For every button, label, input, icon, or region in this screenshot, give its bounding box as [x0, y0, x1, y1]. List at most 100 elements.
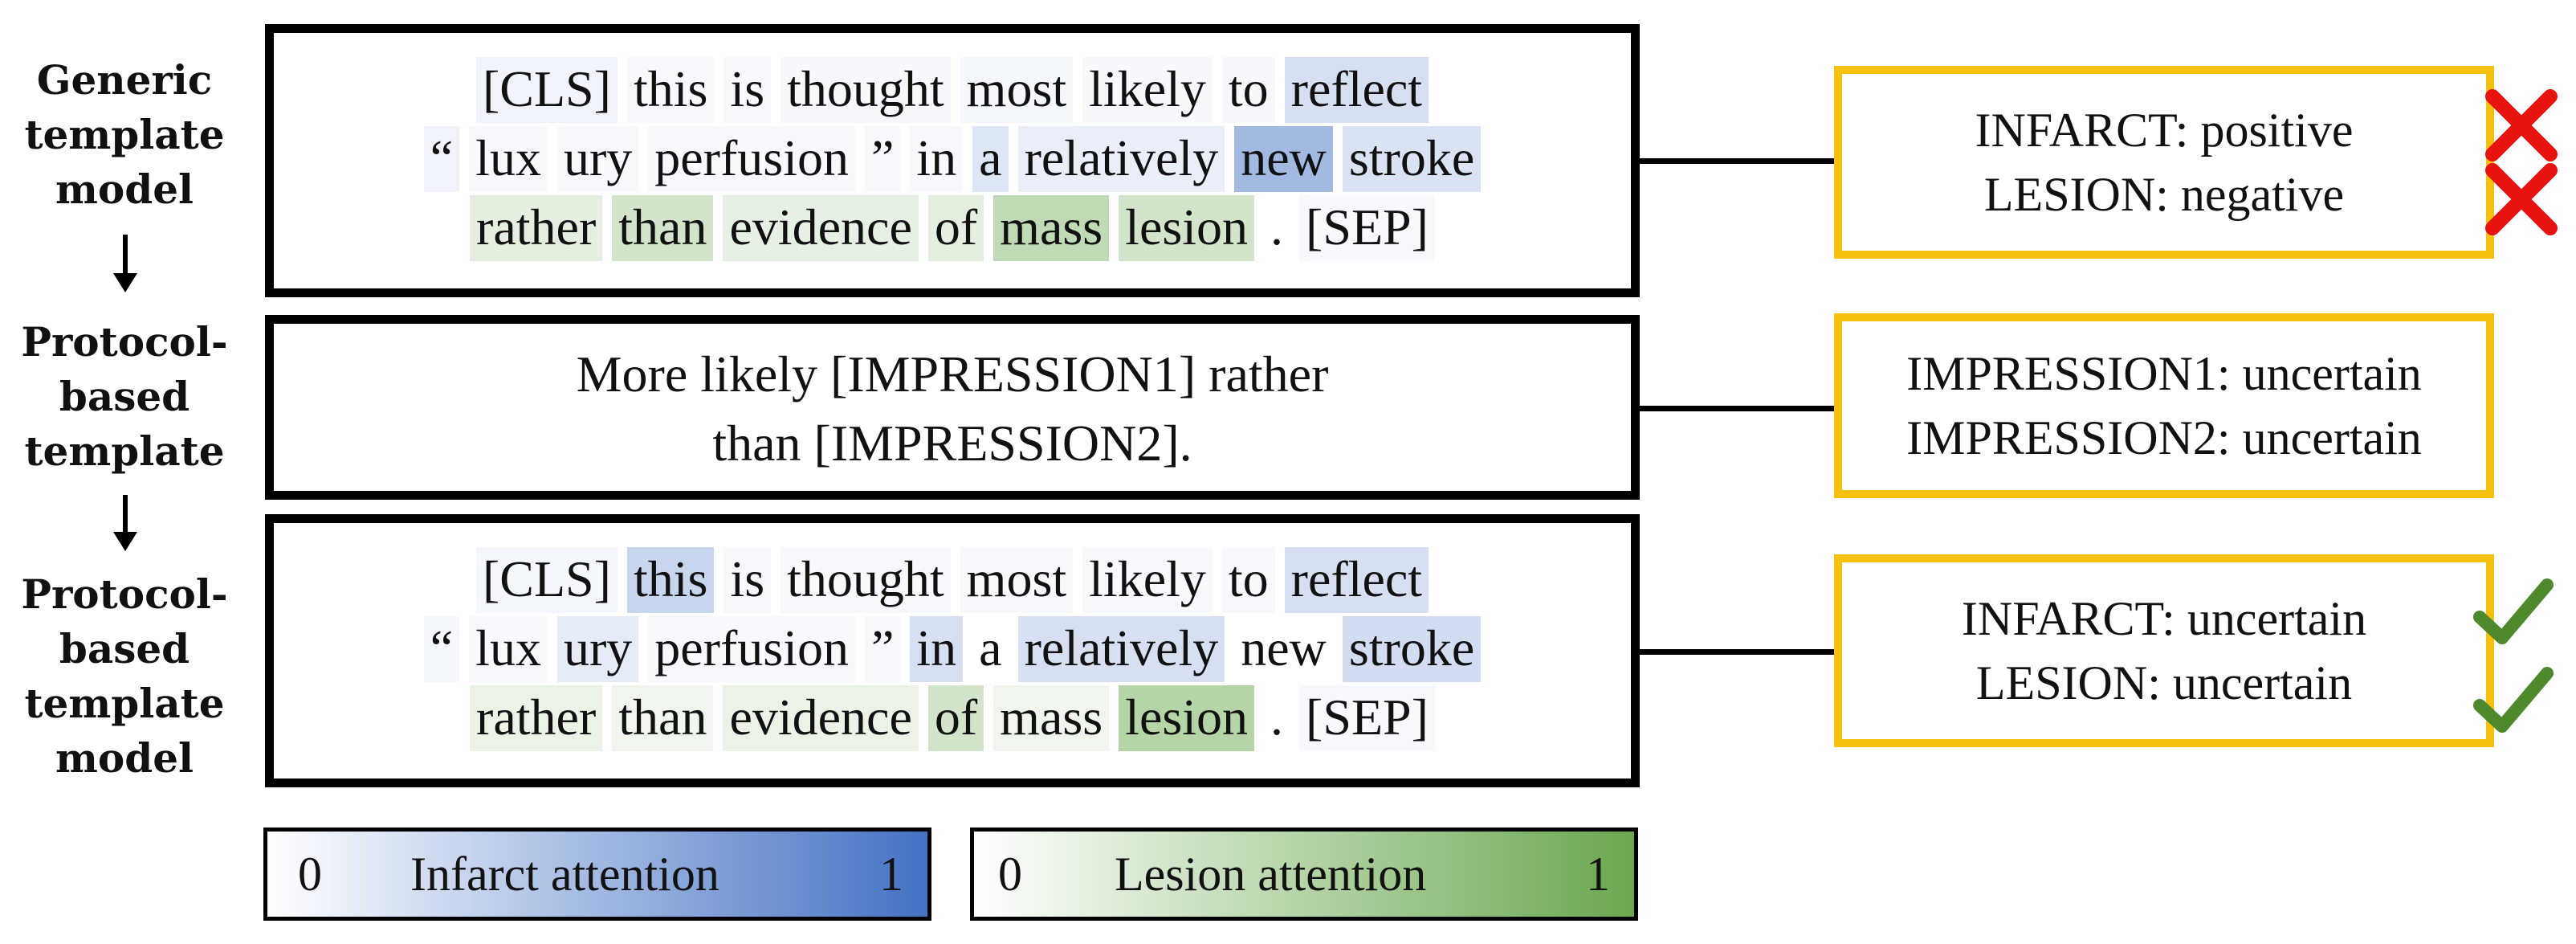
attention-token: new — [1234, 126, 1333, 192]
attention-token: thought — [781, 547, 951, 613]
generic-output-box: INFARCT: positive LESION: negative — [1834, 66, 2494, 259]
attention-token: lux — [469, 616, 548, 682]
attention-token: is — [723, 547, 772, 613]
attention-token: stroke — [1342, 126, 1482, 192]
attention-token: this — [626, 547, 715, 613]
legend-label: Infarct attention — [410, 848, 719, 901]
output-line: IMPRESSION1: uncertain — [1906, 347, 2422, 400]
template-line: More likely [IMPRESSION1] rather — [576, 345, 1329, 403]
attention-token: than — [612, 195, 714, 261]
check-icon — [2473, 667, 2554, 733]
label-line: Protocol- — [21, 318, 228, 366]
protocol-output-box: INFARCT: uncertain LESION: uncertain — [1834, 554, 2494, 747]
attention-token: [SEP] — [1299, 685, 1435, 751]
output-arrow-3 — [1640, 649, 1840, 655]
attention-token: than — [612, 685, 714, 751]
attention-token: perfusion — [648, 616, 855, 682]
attention-token: to — [1221, 547, 1275, 613]
attention-token: most — [960, 57, 1074, 123]
attention-token: ury — [556, 616, 639, 682]
attention-token: mass — [993, 195, 1110, 261]
attention-token: mass — [993, 685, 1110, 751]
attention-token: evidence — [723, 195, 919, 261]
cross-icon — [2485, 163, 2558, 235]
attention-token: is — [723, 57, 772, 123]
attention-token: lesion — [1119, 195, 1255, 261]
attention-token: thought — [781, 57, 951, 123]
attention-token: in — [910, 126, 964, 192]
protocol-template-box: More likely [IMPRESSION1] rather than [I… — [265, 315, 1640, 500]
label-line: based — [59, 373, 190, 420]
flow-arrow-1 — [123, 235, 128, 276]
output-arrow-1 — [1640, 158, 1840, 164]
output-line: LESION: negative — [1983, 168, 2345, 221]
label-line: Generic — [36, 56, 213, 104]
legend-label: Lesion attention — [1115, 848, 1427, 901]
attention-token: . — [1264, 195, 1290, 261]
label-line: model — [55, 166, 194, 213]
label-line: template — [24, 111, 225, 158]
infarct-attention-legend: 0 Infarct attention 1 — [263, 828, 931, 921]
label-line: template — [24, 680, 225, 727]
attention-token: likely — [1082, 57, 1213, 123]
legend-max: 1 — [1586, 848, 1610, 901]
output-arrow-2 — [1640, 406, 1840, 411]
attention-token: of — [927, 195, 984, 261]
generic-model-label: Generic template model — [0, 53, 249, 217]
output-line: IMPRESSION2: uncertain — [1906, 411, 2422, 464]
attention-token: most — [960, 547, 1074, 613]
attention-token: in — [910, 616, 964, 682]
attention-token: rather — [470, 195, 603, 261]
attention-token: reflect — [1284, 547, 1429, 613]
attention-token: relatively — [1017, 126, 1225, 192]
attention-token: stroke — [1342, 616, 1482, 682]
attention-token: of — [927, 685, 984, 751]
attention-token: reflect — [1284, 57, 1429, 123]
attention-token: to — [1221, 57, 1275, 123]
label-line: model — [55, 734, 194, 782]
attention-token: “ — [423, 126, 460, 192]
attention-token: ” — [864, 126, 901, 192]
attention-token: evidence — [723, 685, 919, 751]
output-line: INFARCT: uncertain — [1961, 592, 2367, 645]
flow-arrow-2 — [123, 495, 128, 535]
attention-token: lux — [469, 126, 548, 192]
attention-token: lesion — [1119, 685, 1255, 751]
attention-token: relatively — [1017, 616, 1225, 682]
label-line: based — [59, 625, 190, 672]
attention-token: perfusion — [648, 126, 855, 192]
cross-icon — [2485, 89, 2558, 161]
legend-min: 0 — [998, 848, 1022, 901]
legend-max: 1 — [879, 848, 903, 901]
attention-token: a — [972, 616, 1009, 682]
attention-token: [CLS] — [475, 57, 618, 123]
protocol-model-label: Protocol- based template model — [0, 567, 249, 786]
label-line: Protocol- — [21, 570, 228, 618]
check-icon — [2473, 578, 2554, 644]
attention-token: likely — [1082, 547, 1213, 613]
attention-token: . — [1264, 685, 1290, 751]
attention-token: this — [626, 57, 715, 123]
output-line: LESION: uncertain — [1975, 656, 2353, 709]
attention-token: [CLS] — [475, 547, 618, 613]
label-line: template — [24, 427, 225, 475]
template-line: than [IMPRESSION2]. — [712, 415, 1192, 472]
attention-token: “ — [423, 616, 460, 682]
flow-arrow-2-head — [113, 532, 137, 551]
protocol-template-label: Protocol- based template — [0, 315, 249, 479]
attention-token: ” — [864, 616, 901, 682]
template-text: More likely [IMPRESSION1] rather than [I… — [274, 340, 1631, 478]
attention-token: rather — [470, 685, 603, 751]
flow-arrow-1-head — [113, 273, 137, 292]
attention-token: ury — [556, 126, 639, 192]
